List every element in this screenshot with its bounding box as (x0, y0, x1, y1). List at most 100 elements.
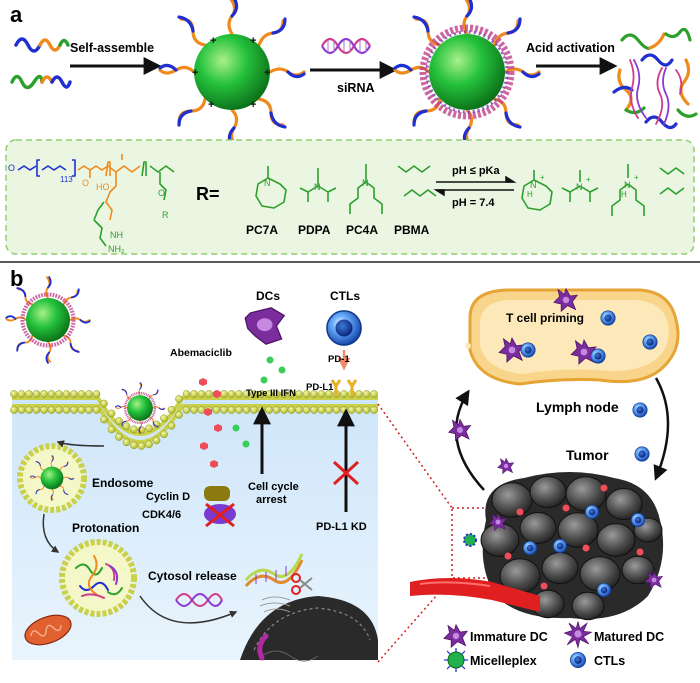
svg-text:+: + (210, 35, 216, 47)
svg-text:O: O (158, 188, 165, 198)
legend: Immature DC Matured DC Micelleplex CTLs (443, 621, 664, 672)
circulating-ctl-2 (634, 446, 650, 462)
endosome (17, 443, 87, 513)
svg-text:+: + (208, 99, 214, 111)
abemaciclib-label: Abemaciclib (170, 347, 232, 359)
svg-text:N: N (314, 182, 321, 192)
tumor-mass (463, 472, 664, 621)
pd1-label: PD-1 (328, 354, 350, 365)
release-arrow (139, 595, 238, 624)
tumor-label: Tumor (566, 447, 609, 463)
pdl1-block-cross-icon (332, 460, 360, 486)
sirna-label: siRNA (337, 81, 375, 95)
r-equals: R= (196, 184, 220, 204)
legend-matured-dc-icon (563, 621, 593, 649)
nh2-label: NH₂ (108, 244, 125, 254)
r-name-pbma: PBMA (394, 223, 430, 237)
ctls-top-label: CTLs (330, 289, 360, 303)
free-sirna (175, 593, 223, 607)
type-iii-ifn-label: Type III IFN (246, 388, 296, 399)
micelleplex-extracellular (5, 276, 91, 364)
cytosol-release-label: Cytosol release (148, 569, 237, 583)
svg-text:+: + (634, 173, 639, 182)
nucleus (240, 596, 378, 662)
svg-text:+: + (192, 67, 198, 79)
abemaciclib-molecules (199, 378, 222, 468)
self-assemble-label: Self-assemble (70, 41, 154, 55)
micelle-nanoparticle: + + + + + + (158, 0, 306, 148)
svg-text:+: + (250, 99, 256, 111)
t-cell-priming-label: T cell priming (506, 311, 584, 325)
mitochondrion (24, 614, 72, 646)
legend-micelleplex: Micelleplex (470, 654, 537, 668)
ctl-infiltration-arrow (653, 377, 670, 481)
legend-matured-dc: Matured DC (594, 630, 664, 644)
micelleplex-uptake (114, 382, 166, 434)
nh-label: NH (110, 230, 123, 240)
svg-text:+: + (264, 67, 270, 79)
legend-ctls: CTLs (594, 654, 625, 668)
protonation-label: Protonation (72, 521, 139, 535)
cell-membrane (10, 390, 378, 450)
free-polymer-chains (10, 37, 72, 90)
condition-acidic: pH ≤ pKa (452, 165, 500, 177)
condition-neutral: pH = 7.4 (452, 197, 495, 209)
ctl-cell-icon (325, 309, 363, 347)
svg-text:H: H (527, 190, 533, 199)
sirna-helix-icon (321, 37, 371, 55)
blood-vessel (410, 578, 540, 612)
inhibition-cross-icon (205, 502, 235, 528)
cyclin-d-shape (204, 486, 230, 501)
dc-migration-arrow (454, 389, 485, 491)
dcs-label: DCs (256, 289, 280, 303)
cyclin-d-label: Cyclin D (146, 491, 190, 503)
peg-repeat-number: 113 (60, 175, 73, 184)
svg-text:N: N (264, 178, 271, 188)
svg-text:+: + (586, 175, 591, 184)
protonation-arrow (42, 513, 60, 553)
mrna-cleavage (244, 553, 313, 595)
svg-text:+: + (250, 35, 256, 47)
endosome-label: Endosome (92, 476, 154, 490)
svg-text:N: N (530, 180, 537, 190)
polymer-structure (17, 154, 175, 247)
dc-cell-icon (244, 307, 286, 345)
cdk46-label: CDK4/6 (142, 509, 181, 521)
migrating-dc (448, 419, 471, 441)
svg-text:O: O (8, 163, 15, 173)
immature-dc-small (497, 458, 514, 474)
svg-text:N: N (362, 178, 369, 188)
pdl1-kd-label: PD-L1 KD (316, 521, 367, 533)
r-name-pc4a: PC4A (346, 223, 378, 237)
equilibrium-arrows (433, 175, 517, 197)
svg-text:N: N (624, 180, 631, 190)
legend-ctl-icon (569, 651, 587, 669)
uptake-arrow (56, 440, 105, 448)
micelleplex-nanoparticle (393, 0, 541, 148)
legend-immature-dc-icon (443, 624, 468, 648)
svg-text:N: N (576, 182, 583, 192)
ho-label: HO (96, 182, 110, 192)
svg-text:H: H (621, 190, 627, 199)
legend-micelleplex-icon (444, 648, 468, 672)
svg-text:+: + (540, 173, 545, 182)
protonated-vesicle (59, 539, 137, 617)
svg-text:O: O (82, 178, 89, 188)
r-name-pdpa: PDPA (298, 223, 331, 237)
acid-activation-label: Acid activation (526, 41, 615, 55)
r-group-label: R (162, 210, 169, 220)
legend-immature-dc: Immature DC (470, 630, 548, 644)
type-iii-ifn-dots (232, 356, 286, 448)
scissors-icon (291, 573, 313, 595)
pdl1-receptors (330, 379, 358, 396)
circulating-ctl (632, 402, 648, 418)
panel-b-label: b (10, 266, 23, 291)
pdl1-label: PD-L1 (306, 382, 334, 393)
lymph-node-label: Lymph node (536, 399, 619, 415)
r-group-structures (255, 164, 685, 216)
chemistry-box (5, 139, 695, 255)
panel-a-label: a (10, 2, 23, 27)
zoom-guides (377, 403, 497, 663)
